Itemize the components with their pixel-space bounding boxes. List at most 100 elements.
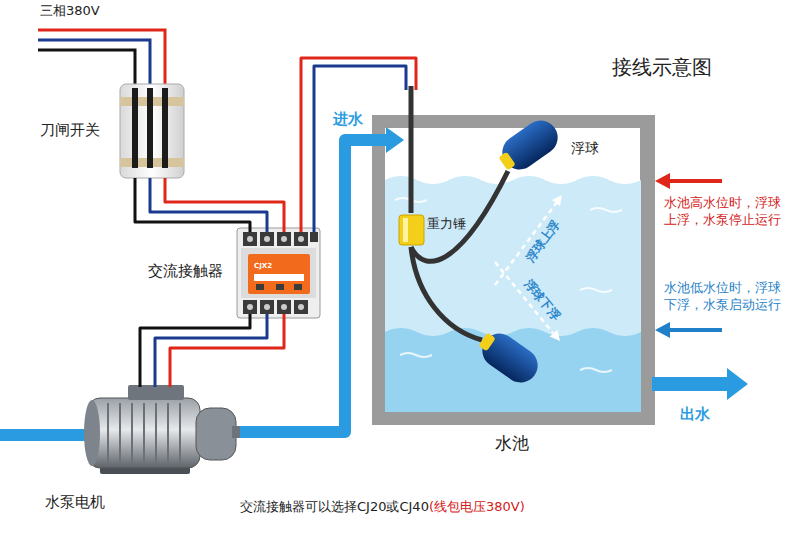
- arrowhead: [386, 127, 404, 153]
- pump-motor-label: 水泵电机: [45, 493, 105, 511]
- supply-wires: [38, 40, 150, 90]
- connector: [411, 171, 508, 261]
- lower-float: [476, 327, 545, 389]
- upper-float: [496, 114, 565, 176]
- supply-wires: [38, 30, 165, 90]
- contactor-body: [298, 304, 304, 310]
- connector-label: 进水: [333, 110, 363, 128]
- contactor-body: [294, 284, 302, 290]
- ac-contactor: 交流接触器: [145, 228, 322, 318]
- gravity-weight-label: 重力锤: [427, 216, 466, 232]
- contactor-body: [276, 284, 284, 290]
- level-arrows: [655, 322, 670, 338]
- float-motion-arrows: [495, 195, 562, 341]
- contactor-body: [241, 248, 316, 298]
- contactor-body: [247, 236, 253, 242]
- knife-switch-body: [147, 88, 153, 168]
- outlet-pipe: [727, 368, 748, 400]
- gravity-weight: 重力锤: [398, 213, 470, 247]
- wire: [135, 178, 250, 232]
- outlet-pipe: [652, 377, 728, 391]
- supply-wires: [38, 30, 165, 90]
- wire: [170, 314, 284, 387]
- contactor-body: [264, 304, 270, 310]
- caption-row: 交流接触器可以选择CJ20或CJ40(线包电压380V): [240, 499, 525, 515]
- contactor-body: [277, 232, 291, 246]
- level-arrows: [668, 179, 722, 183]
- float-ball: 浮球: [498, 112, 608, 178]
- knife-switch: 刀闸开关: [38, 85, 184, 180]
- ac-contactor-label: 交流接触器: [148, 262, 223, 280]
- knife-switch-body: [120, 84, 184, 178]
- gravity-weight-body: [399, 215, 424, 245]
- contactor-body: [277, 300, 291, 314]
- pump-motor-body: [128, 385, 184, 400]
- contactor-body: [256, 284, 264, 290]
- float-ball-label: 浮球: [571, 140, 599, 157]
- water-tank: 水池 浮球重力锤: [372, 115, 655, 460]
- outlet-pipe: [652, 368, 748, 400]
- pump-motor-body: [196, 408, 236, 460]
- connector: [240, 127, 404, 432]
- coil-voltage-note: (线包电压380V): [429, 499, 525, 515]
- caption: 交流接触器可以选择CJ20或CJ40: [240, 499, 429, 515]
- contactor-body: [254, 274, 304, 281]
- contactor-body: [243, 300, 257, 314]
- contactor-body: [248, 254, 310, 294]
- knife-switch-label: 刀闸开关: [40, 121, 100, 139]
- lower-float: [473, 325, 544, 389]
- upper-float: [498, 152, 515, 171]
- contactor-body: [294, 300, 308, 314]
- level-arrows: [655, 173, 670, 189]
- water-tank-body: [385, 128, 640, 412]
- low-level-note: 水池低水位时，浮球下浮，水泵启动运行: [664, 280, 782, 314]
- contactor-body: [247, 304, 253, 310]
- supply-label: 三相380V: [40, 3, 100, 19]
- contactor-body: [281, 236, 287, 242]
- water-tank-label: 水池: [495, 433, 529, 453]
- wire: [409, 86, 414, 213]
- gravity-weight-body: [403, 218, 408, 242]
- contactor-body: [294, 232, 308, 246]
- supply-wires: [38, 50, 135, 90]
- contactor-body: [260, 300, 274, 314]
- high-level-note: 水池高水位时，浮球上浮，水泵停止运行: [664, 195, 782, 229]
- connector: [135, 178, 284, 232]
- knife-switch-body: [132, 88, 138, 168]
- contactor-body: [298, 236, 304, 242]
- diagram-title: 接线示意图: [612, 55, 712, 79]
- wire: [411, 171, 508, 261]
- level-arrows: [668, 328, 722, 332]
- contactor-body: [237, 228, 320, 318]
- model-tag: CJX2: [254, 262, 272, 270]
- float-motion-arrows: [550, 330, 560, 341]
- contactor-body: [310, 232, 318, 242]
- pump-motor: 水泵电机: [40, 385, 240, 515]
- contactor-body: [260, 232, 274, 246]
- pump-motor-body: [108, 403, 180, 463]
- pump-motor-body: [88, 398, 200, 468]
- outlet-label: 出水: [680, 405, 710, 423]
- wire: [240, 140, 386, 432]
- gravity-weight-body: [399, 215, 424, 245]
- connector: [140, 314, 284, 387]
- pump-motor-body: [0, 429, 92, 441]
- pump-motor-body: [0, 385, 240, 474]
- wire: [155, 314, 267, 387]
- pump-motor-body: [84, 400, 100, 466]
- float-motion-arrows: [552, 195, 562, 206]
- upper-float: [493, 114, 564, 178]
- wire: [150, 178, 267, 232]
- contactor-body: [237, 228, 320, 318]
- wire: [314, 66, 406, 232]
- pump-motor-body: [232, 426, 240, 438]
- contactor-body: [264, 236, 270, 242]
- lower-float: [478, 333, 495, 352]
- knife-switch-body: [120, 84, 184, 178]
- contactor-body: [281, 304, 287, 310]
- knife-switch-body: [162, 88, 168, 168]
- water-tank-body: [385, 176, 641, 412]
- wire: [165, 178, 284, 232]
